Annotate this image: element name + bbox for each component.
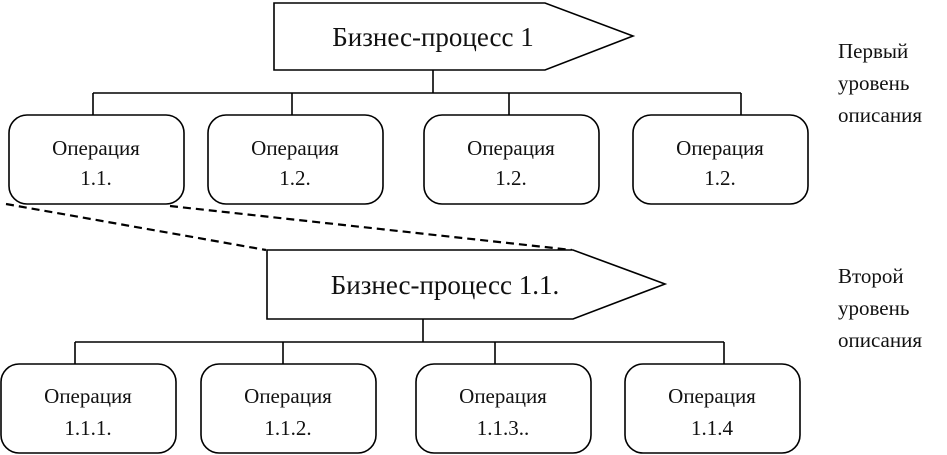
operation-1-1-4: Операция 1.1.4: [624, 363, 801, 454]
process-1-label: Бизнес-процесс 1: [332, 22, 533, 52]
operation-number: 1.2.: [704, 166, 736, 190]
operation-label: Операция: [44, 384, 132, 408]
operation-number: 1.2.: [495, 166, 527, 190]
operation-number: 1.1.3..: [477, 416, 530, 440]
process-1-1-shape: [266, 249, 668, 320]
operation-1-1-2: Операция 1.1.2.: [200, 363, 377, 454]
operation-number: 1.1.1.: [64, 416, 111, 440]
operation-1-2a: Операция 1.2.: [207, 114, 384, 205]
operation-number: 1.1.: [80, 166, 112, 190]
operation-label: Операция: [251, 136, 339, 160]
svg-text:уровень: уровень: [838, 296, 909, 320]
operation-label: Операция: [244, 384, 332, 408]
operation-label: Операция: [467, 136, 555, 160]
operation-1-2c: Операция 1.2.: [632, 114, 809, 205]
operation-1-1-3: Операция 1.1.3..: [415, 363, 592, 454]
level-1-caption: Первый уровень описания: [838, 39, 922, 127]
decomposition-lines: [5, 202, 573, 252]
operation-1-2b: Операция 1.2.: [423, 114, 600, 205]
operation-label: Операция: [668, 384, 756, 408]
svg-text:Второй: Второй: [838, 264, 904, 288]
operation-number: 1.2.: [279, 166, 311, 190]
level-1-connectors: [92, 70, 742, 115]
process-1-1-label: Бизнес-процесс 1.1.: [331, 270, 559, 300]
operation-label: Операция: [459, 384, 547, 408]
operation-label: Операция: [52, 136, 140, 160]
svg-text:описания: описания: [838, 103, 922, 127]
svg-text:уровень: уровень: [838, 71, 909, 95]
svg-text:описания: описания: [838, 328, 922, 352]
operation-number: 1.1.2.: [264, 416, 311, 440]
svg-text:Первый: Первый: [838, 39, 908, 63]
level-2-connectors: [74, 319, 725, 364]
operation-1-1-1: Операция 1.1.1.: [0, 363, 177, 454]
level-2-caption: Второй уровень описания: [838, 264, 922, 352]
operation-label: Операция: [676, 136, 764, 160]
operation-1-1: Операция 1.1.: [8, 114, 185, 205]
process-1-shape: [273, 2, 636, 71]
operation-number: 1.1.4: [691, 416, 734, 440]
